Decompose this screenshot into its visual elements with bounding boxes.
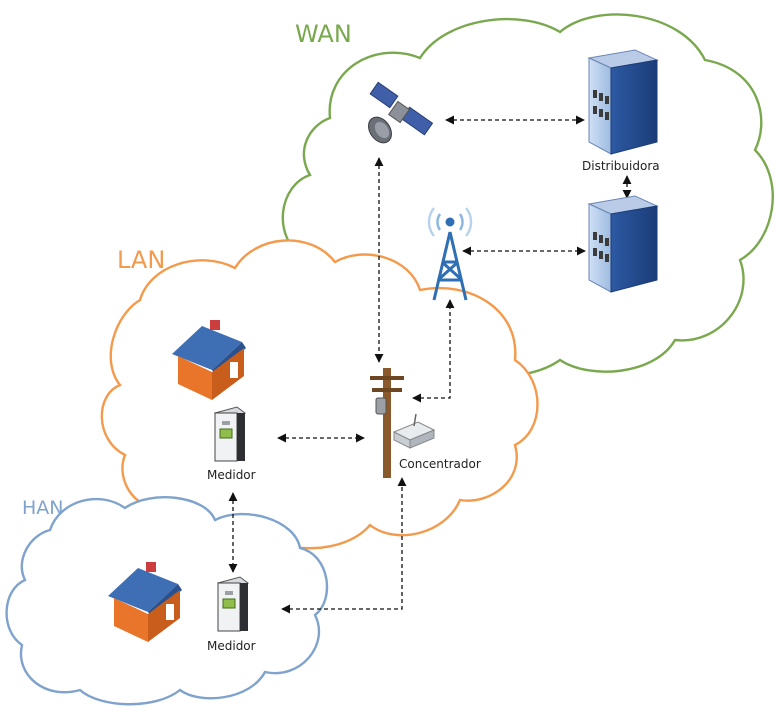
house-icon [108, 562, 182, 642]
router-icon [392, 413, 436, 449]
lan-label: LAN [117, 246, 165, 274]
wan-label: WAN [295, 20, 352, 48]
smart-meter-icon [213, 406, 247, 462]
utility-pole-icon [370, 368, 404, 478]
building-icon [587, 195, 659, 293]
smart-meter-icon [216, 576, 250, 632]
medidor-han-label: Medidor [207, 639, 256, 653]
medidor-lan-label: Medidor [207, 468, 256, 482]
han-label: HAN [22, 497, 64, 519]
building-icon-distribuidora [587, 49, 659, 155]
house-icon [172, 320, 246, 400]
concentrador-label: Concentrador [399, 457, 481, 471]
satellite-icon [368, 81, 434, 144]
radio-tower-icon [427, 207, 473, 301]
links [228, 115, 632, 614]
distribuidora-label: Distribuidora [582, 159, 660, 173]
